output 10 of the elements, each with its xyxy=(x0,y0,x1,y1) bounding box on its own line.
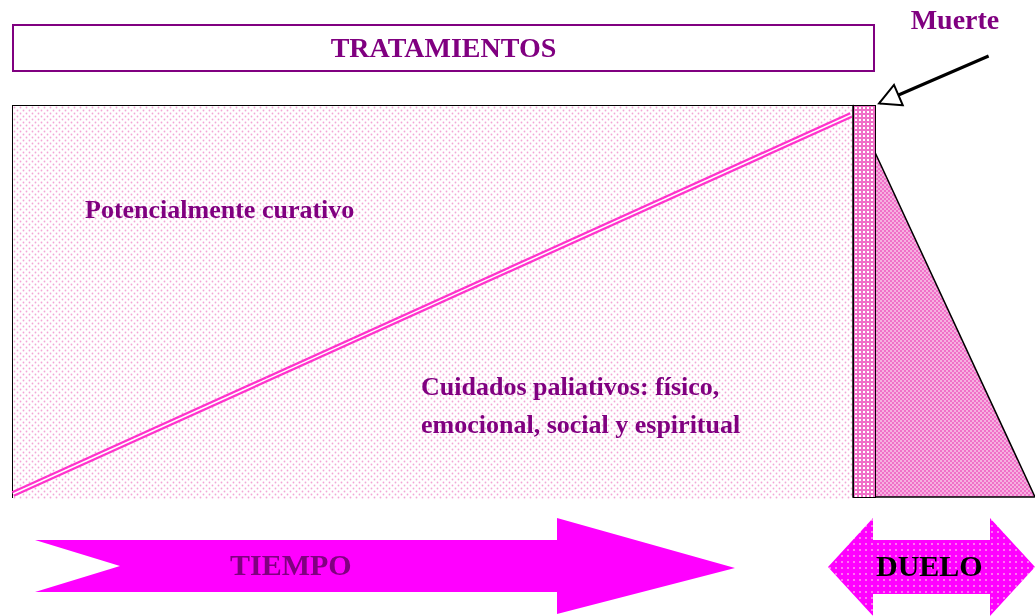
grief-bar xyxy=(853,105,876,498)
death-label: Muerte xyxy=(895,4,1015,44)
hollow-arrow xyxy=(878,54,990,107)
arrow-label: TIEMPO xyxy=(230,548,352,582)
region-label: Potencialmente curativo xyxy=(85,194,355,226)
header-bar: TRATAMIENTOS xyxy=(12,24,875,72)
arrow-label: DUELO xyxy=(876,549,983,583)
block-arrow xyxy=(35,518,735,614)
double-block-arrow xyxy=(828,518,1035,616)
region-label: Cuidados paliativos: físico, emocional, social y espiritual xyxy=(421,371,742,441)
